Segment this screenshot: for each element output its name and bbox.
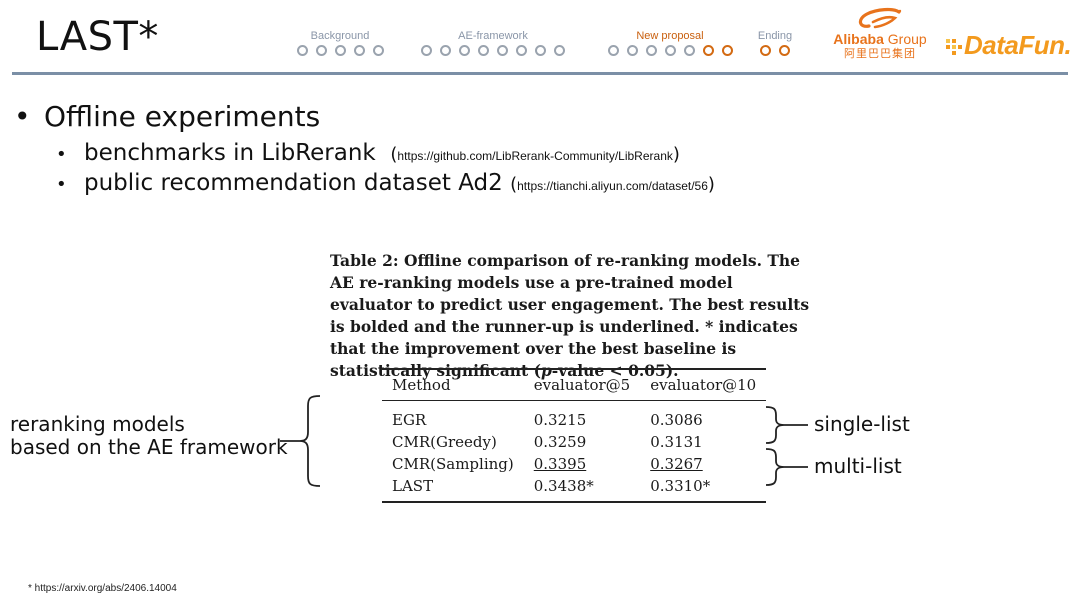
bullet-dot-icon: • [56,144,67,165]
cell-evaluator5-runner-up: 0.3395 [533,455,587,473]
nav-section-new-proposal[interactable]: New proposal [601,30,739,56]
footnote-reference[interactable]: * https://arxiv.org/abs/2406.14004 [28,583,177,594]
progress-dot[interactable] [626,45,638,56]
results-table: Method evaluator@5 evaluator@10 EGR 0.32… [382,368,767,503]
progress-dot[interactable] [554,45,565,56]
table-header-row: Method evaluator@5 evaluator@10 [382,369,767,401]
progress-dot[interactable] [607,45,619,56]
nav-section-ae-framework[interactable]: AE-framework [413,30,573,56]
progress-dot[interactable] [760,45,771,56]
progress-dot[interactable] [315,45,327,56]
alibaba-name: Alibaba [833,31,884,47]
header-method: Method [392,376,451,394]
cell-evaluator10: 0.3131 [650,433,703,451]
librerank-link[interactable]: https://github.com/LibRerank-Community/L… [397,149,673,163]
annotation-single-list: single-list [814,412,910,436]
cell-evaluator5: 0.3215 [533,411,587,429]
progress-dot[interactable] [702,45,714,56]
datafun-dots-icon [946,39,962,55]
caption-italic: p [540,361,552,380]
progress-dot[interactable] [372,45,384,56]
bullet-sub-text: benchmarks in LibRerank [84,140,376,166]
progress-dot[interactable] [353,45,365,56]
alibaba-logo: Alibaba Group 阿里巴巴集团 [826,6,934,60]
nav-section-ending[interactable]: Ending [752,30,798,56]
progress-dot[interactable] [516,45,527,56]
bullet-sub-text: public recommendation dataset Ad2 [84,170,503,196]
header-divider [12,72,1068,75]
table-row: CMR(Greedy) 0.3259 0.3131 [382,431,766,453]
nav-dots [601,45,739,56]
progress-dot[interactable] [440,45,451,56]
progress-dot[interactable] [683,45,695,56]
progress-dot[interactable] [779,45,790,56]
cell-evaluator5: 0.3259 [533,433,587,451]
table-row: LAST 0.3438* 0.3310* [382,475,767,502]
progress-dot[interactable] [478,45,489,56]
caption-text-end: -value < 0.05). [551,361,679,380]
progress-dot[interactable] [459,45,470,56]
nav-label: New proposal [636,30,704,42]
nav-dots [413,45,573,56]
progress-dot[interactable] [421,45,432,56]
progress-dot[interactable] [645,45,657,56]
alibaba-wordmark: Alibaba Group [826,32,934,47]
cell-evaluator10-runner-up: 0.3267 [650,455,703,473]
datafun-wordmark: DataFun. [964,30,1072,60]
cell-method: CMR(Sampling) [392,455,514,473]
cell-evaluator5-best: 0.3438* [533,477,594,495]
nav-label: Ending [757,30,793,42]
multi-list-brace-icon [765,448,808,486]
cell-evaluator10-best: 0.3310* [650,477,711,495]
cell-method: CMR(Greedy) [392,433,497,451]
caption-text: Table 2: Offline comparison of re-rankin… [330,251,810,380]
alibaba-group: Group [887,31,927,47]
progress-dot[interactable] [721,45,733,56]
annotation-line: reranking models [10,412,185,436]
cell-method: LAST [392,477,434,495]
progress-dot[interactable] [664,45,676,56]
table-row: EGR 0.3215 0.3086 [382,401,766,432]
slide-title: LAST* [36,14,159,60]
bullet-sub-librerank: •benchmarks in LibRerank (https://github… [56,140,680,166]
bullet-sub-ad2: •public recommendation dataset Ad2 (http… [56,170,715,196]
progress-dot[interactable] [334,45,346,56]
bullet-main: • Offline experiments [14,100,320,133]
nav-label: AE-framework [458,30,528,42]
annotation-multi-list: multi-list [814,454,902,478]
nav-section-background[interactable]: Background [294,30,386,56]
cell-method: EGR [392,411,427,429]
annotation-line: based on the AE framework [10,435,288,459]
alibaba-mark-icon [858,7,902,29]
header-evaluator10: evaluator@10 [650,376,757,394]
ad2-dataset-link[interactable]: https://tianchi.aliyun.com/dataset/56 [517,179,708,193]
nav-dots [752,45,798,56]
table-figure: Table 2: Offline comparison of re-rankin… [330,250,810,502]
alibaba-cn-name: 阿里巴巴集团 [844,47,916,60]
table-row: CMR(Sampling) 0.3395 0.3267 [382,453,766,475]
bullet-main-text: Offline experiments [44,100,321,133]
datafun-logo: DataFun. [944,30,1074,62]
left-brace-icon [280,395,321,487]
header-evaluator5: evaluator@5 [533,376,631,394]
bullet-dot-icon: • [14,100,31,133]
table-caption: Table 2: Offline comparison of re-rankin… [330,250,810,382]
annotation-ae-models: reranking models based on the AE framewo… [10,413,288,459]
progress-dot[interactable] [296,45,308,56]
single-list-brace-icon [765,406,808,444]
progress-dot[interactable] [535,45,546,56]
cell-evaluator10: 0.3086 [650,411,703,429]
bullet-dot-icon: • [56,174,67,195]
nav-label: Background [310,30,370,42]
nav-dots [294,45,386,56]
progress-dot[interactable] [497,45,508,56]
